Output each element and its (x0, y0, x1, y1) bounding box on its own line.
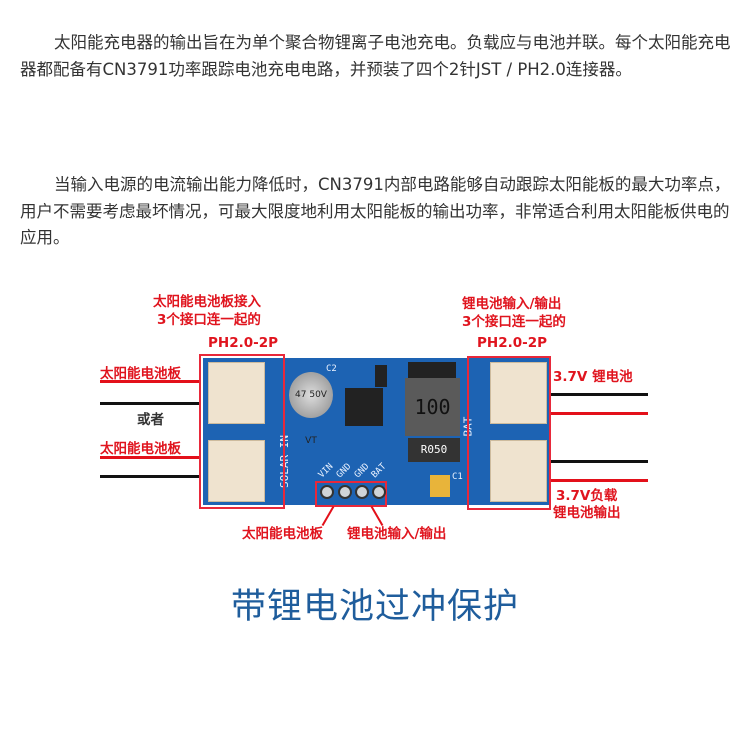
right-top-label: 锂电池输入/输出 (462, 296, 562, 312)
pin-hole (372, 485, 386, 499)
solar-panel-label: 太阳能电池板 (100, 441, 181, 457)
cn3791-chip (345, 388, 383, 426)
c1-label: C1 (452, 472, 463, 482)
arrow-icon (321, 505, 335, 527)
right-connector-highlight (467, 356, 551, 510)
right-connector-type: PH2.0-2P (477, 335, 547, 351)
left-connector-highlight (199, 354, 285, 509)
c2-label: C2 (326, 364, 337, 374)
intro-paragraph: 太阳能充电器的输出旨在为单个聚合物锂离子电池充电。负载应与电池并联。每个太阳能充… (20, 33, 731, 79)
red-wire (100, 456, 200, 459)
black-wire (100, 402, 200, 405)
pin-header-highlight (315, 481, 387, 507)
tantalum-capacitor (430, 475, 450, 497)
jst-connector (208, 362, 265, 424)
inductor: 100 (405, 378, 460, 436)
battery-label: 3.7V 锂电池 (553, 369, 633, 385)
load-label: 3.7V负载 (556, 488, 618, 504)
diode (408, 362, 456, 378)
pin-hole (320, 485, 334, 499)
bottom-solar-label: 太阳能电池板 (242, 526, 323, 542)
mppt-paragraph: 当输入电源的电流输出能力降低时，CN3791内部电路能够自动跟踪太阳能板的最大功… (20, 175, 731, 247)
red-wire (550, 412, 648, 415)
black-wire (550, 460, 648, 463)
transistor (375, 365, 387, 387)
black-wire (100, 475, 200, 478)
jst-connector (490, 362, 547, 424)
pin-hole (338, 485, 352, 499)
jst-connector (208, 440, 265, 502)
or-label: 或者 (137, 412, 164, 428)
red-wire (100, 380, 200, 383)
solar-panel-label: 太阳能电池板 (100, 366, 181, 382)
pin-hole (355, 485, 369, 499)
left-top-label: 3个接口连一起的 (157, 312, 261, 328)
jst-connector (490, 440, 547, 502)
right-top-label: 3个接口连一起的 (462, 314, 566, 330)
section-title: 带锂电池过冲保护 (230, 587, 519, 627)
left-top-label: 太阳能电池板接入 (153, 294, 261, 310)
red-wire (550, 479, 648, 482)
capacitor: 47 50V VT (289, 372, 333, 446)
left-connector-type: PH2.0-2P (208, 335, 278, 351)
load-label: 锂电池输出 (553, 505, 621, 521)
bottom-battery-label: 锂电池输入/输出 (347, 526, 447, 542)
shunt-resistor: R050 (408, 438, 460, 462)
black-wire (550, 393, 648, 396)
